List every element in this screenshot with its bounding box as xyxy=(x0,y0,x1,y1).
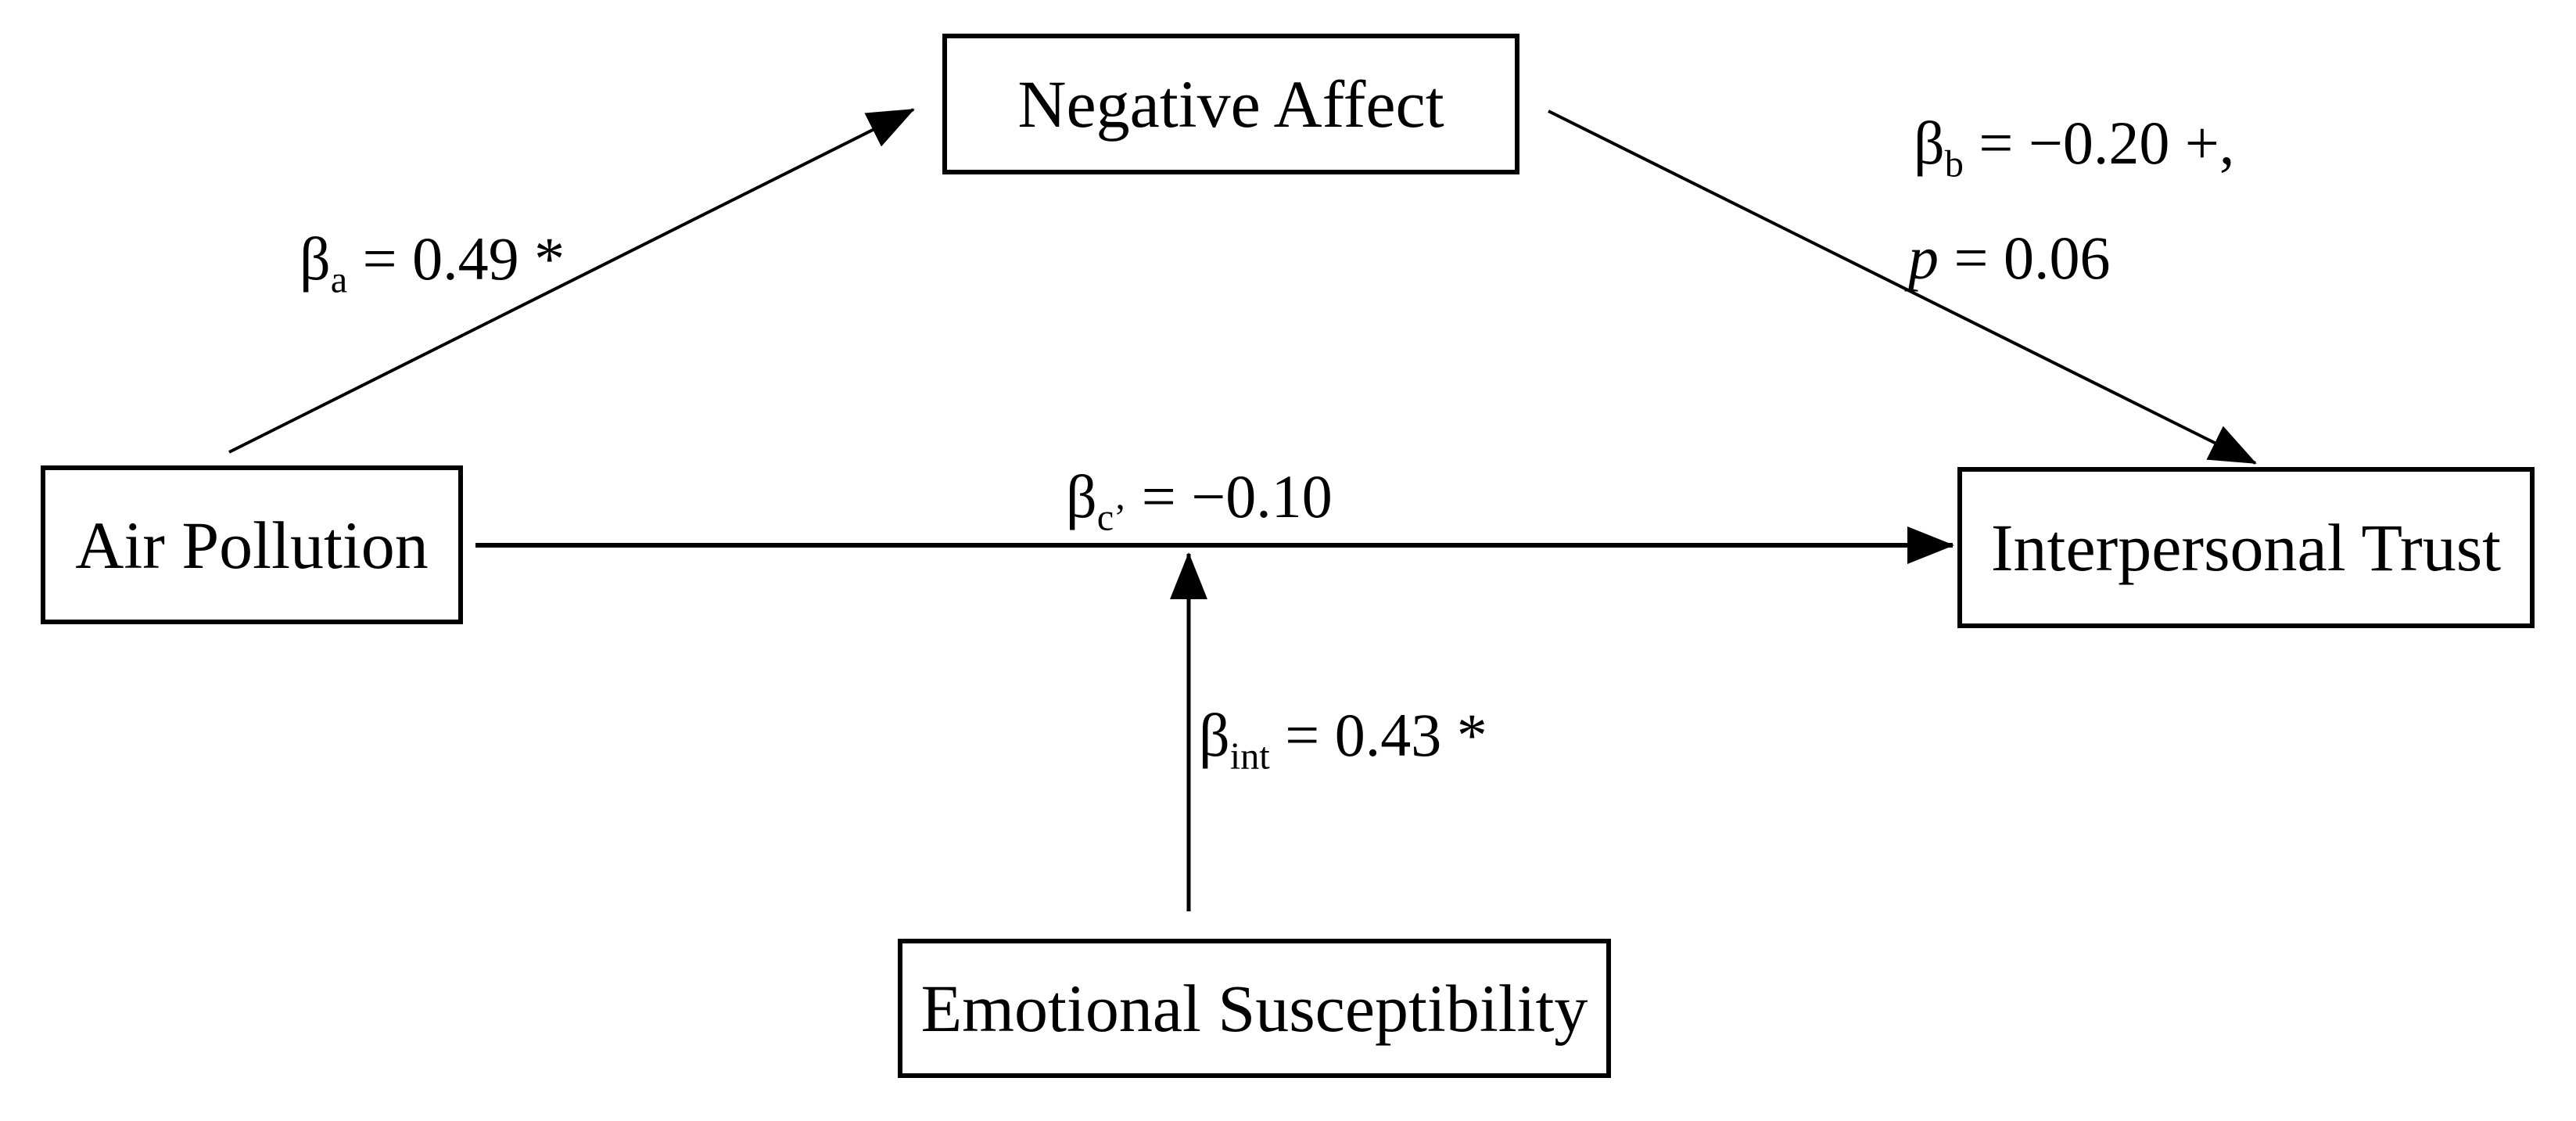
node-negative-affect-label: Negative Affect xyxy=(1017,66,1444,142)
path-a-beta-symbol: β xyxy=(300,225,331,293)
path-int-beta-symbol: β xyxy=(1199,701,1230,769)
arrow-b-negative-affect-to-interpersonal-trust xyxy=(1548,110,2257,465)
path-c-prime-subscript: c’ xyxy=(1096,497,1127,539)
path-int-subscript: int xyxy=(1229,735,1270,778)
path-int-coefficient-label: βint = 0.43 * xyxy=(1199,701,1487,776)
path-b-p-value: = 0.06 xyxy=(1939,224,2111,292)
path-a-subscript: a xyxy=(330,259,348,301)
path-b-beta-symbol: β xyxy=(1914,109,1945,177)
path-b-pvalue-label: p = 0.06 xyxy=(1908,225,2111,292)
path-b-subscript: b xyxy=(1944,143,1964,185)
path-c-prime-beta-symbol: β xyxy=(1066,462,1097,530)
node-interpersonal-trust-label: Interpersonal Trust xyxy=(1990,510,2502,585)
node-emotional-susceptibility: Emotional Susceptibility xyxy=(898,939,1611,1078)
path-int-value: = 0.43 * xyxy=(1269,701,1487,769)
path-b-p-symbol: p xyxy=(1908,224,1939,292)
path-c-prime-coefficient-label: βc’ = −0.10 xyxy=(1066,462,1333,537)
path-c-prime-value: = −0.10 xyxy=(1126,462,1333,530)
path-a-value: = 0.49 * xyxy=(347,225,565,293)
path-b-coefficient-label: βb = −0.20 +, xyxy=(1914,109,2235,184)
node-air-pollution-label: Air Pollution xyxy=(75,507,429,583)
path-b-value: = −0.20 +, xyxy=(1963,109,2235,177)
node-negative-affect: Negative Affect xyxy=(942,34,1519,174)
node-emotional-susceptibility-label: Emotional Susceptibility xyxy=(920,971,1588,1046)
node-interpersonal-trust: Interpersonal Trust xyxy=(1957,467,2535,628)
path-a-coefficient-label: βa = 0.49 * xyxy=(300,225,565,300)
node-air-pollution: Air Pollution xyxy=(41,465,463,624)
arrow-a-air-pollution-to-negative-affect xyxy=(228,108,915,454)
